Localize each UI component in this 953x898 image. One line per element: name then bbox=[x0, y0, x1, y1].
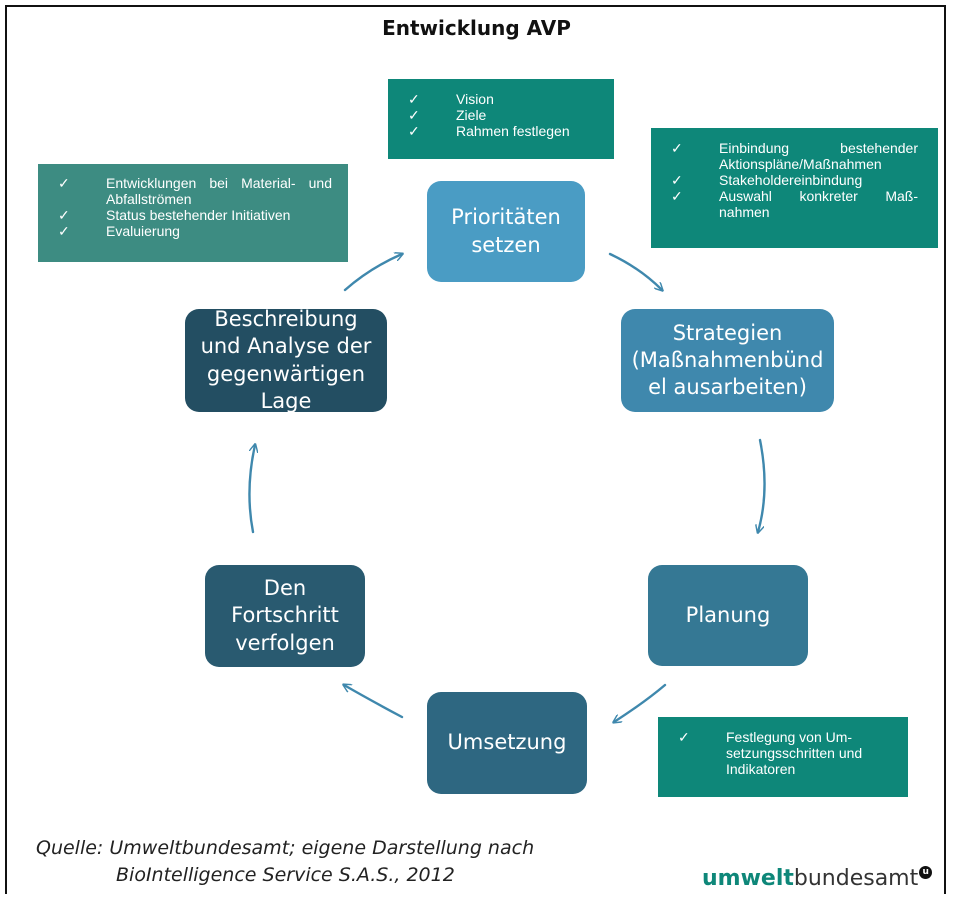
figure-frame bbox=[5, 5, 946, 894]
diagram-title: Entwicklung AVP bbox=[382, 16, 571, 40]
note-right-text: Einbindung bestehender Aktionspläne/Maßn… bbox=[719, 140, 918, 173]
note-top-item: ✓ Vision bbox=[388, 91, 614, 107]
node-planung-label: Planung bbox=[685, 602, 771, 627]
node-strategien-label: Strategien (Maßnahmenbünd el ausarbeiten… bbox=[631, 320, 824, 400]
logo-part-2: bundesamt bbox=[793, 866, 919, 891]
logo-part-1: umwelt bbox=[702, 866, 794, 891]
check-icon: ✓ bbox=[678, 729, 690, 745]
note-right-item: ✓ Einbindung bestehender Aktionspläne/Maß… bbox=[651, 140, 918, 172]
arrow-priorities-to-strategies bbox=[608, 252, 662, 290]
arrow-monitoring-to-analysis bbox=[248, 445, 255, 534]
node-prioritaeten-label: Prioritäten setzen bbox=[451, 205, 561, 257]
note-right-item: ✓ Auswahl konkreter Maß-nahmen bbox=[651, 188, 918, 220]
note-bottom: ✓ Festlegung von Um-setzungsschritten und… bbox=[658, 717, 908, 797]
check-icon: ✓ bbox=[408, 107, 420, 124]
note-top-text: Rahmen festlegen bbox=[456, 123, 570, 140]
note-right-text: Stakeholdereinbindung bbox=[719, 172, 863, 189]
logo-mark-icon: u bbox=[919, 866, 933, 879]
note-right-text: Auswahl konkreter Maß-nahmen bbox=[719, 188, 918, 221]
note-left-text: Status bestehender Initiativen bbox=[106, 207, 291, 224]
arrow-implementation-to-monitoring bbox=[344, 685, 404, 719]
source-line-2: BioIntelligence Service S.A.S., 2012 bbox=[116, 863, 455, 886]
check-icon: ✓ bbox=[408, 123, 420, 140]
note-top-item: ✓ Ziele bbox=[388, 107, 614, 123]
check-icon: ✓ bbox=[408, 91, 420, 107]
node-beschreibung-label: Beschreibung und Analyse der gegenwärtig… bbox=[200, 306, 372, 413]
check-icon: ✓ bbox=[671, 140, 683, 156]
check-icon: ✓ bbox=[671, 188, 683, 205]
node-fortschritt-label: Den Fortschritt verfolgen bbox=[231, 576, 339, 655]
node-fortschritt: Den Fortschritt verfolgen bbox=[205, 565, 365, 667]
arrow-planning-to-implementation bbox=[614, 683, 667, 722]
note-top-text: Vision bbox=[456, 91, 494, 107]
node-beschreibung: Beschreibung und Analyse der gegenwärtig… bbox=[185, 306, 387, 413]
note-right-item: ✓ Stakeholdereinbindung bbox=[651, 172, 918, 188]
note-top-text: Ziele bbox=[456, 107, 487, 124]
node-umsetzung: Umsetzung bbox=[427, 692, 587, 794]
node-planung: Planung bbox=[648, 565, 808, 666]
note-bottom-item: ✓ Festlegung von Um-setzungsschritten und… bbox=[658, 729, 894, 777]
node-prioritaeten: Prioritäten setzen bbox=[427, 181, 585, 282]
source-line-1: Quelle: Umweltbundesamt; eigene Darstell… bbox=[36, 837, 535, 859]
note-left-item: ✓ Entwicklungen bei Material- und Abfalls… bbox=[38, 175, 332, 207]
note-left-item: ✓ Evaluierung bbox=[38, 223, 332, 239]
node-umsetzung-label: Umsetzung bbox=[447, 730, 567, 755]
node-strategien: Strategien (Maßnahmenbünd el ausarbeiten… bbox=[621, 309, 834, 412]
note-left-text: Entwicklungen bei Material- und Abfallst… bbox=[106, 175, 332, 208]
note-top: ✓ Vision ✓ Ziele ✓ Rahmen festlegen bbox=[388, 79, 614, 159]
note-right: ✓ Einbindung bestehender Aktionspläne/Maß… bbox=[651, 128, 938, 248]
note-left-item: ✓ Status bestehender Initiativen bbox=[38, 207, 332, 223]
check-icon: ✓ bbox=[58, 223, 70, 240]
source-caption: Quelle: Umweltbundesamt; eigene Darstell… bbox=[36, 835, 534, 888]
note-top-item: ✓ Rahmen festlegen bbox=[388, 123, 614, 139]
note-left: ✓ Entwicklungen bei Material- und Abfalls… bbox=[38, 164, 348, 262]
check-icon: ✓ bbox=[58, 175, 70, 191]
note-left-text: Evaluierung bbox=[106, 223, 180, 240]
note-bottom-text: Festlegung von Um-setzungsschritten und … bbox=[726, 729, 863, 778]
arrow-strategies-to-planning bbox=[758, 438, 766, 532]
arrow-analysis-to-priorities bbox=[343, 254, 402, 292]
check-icon: ✓ bbox=[671, 172, 683, 189]
check-icon: ✓ bbox=[58, 207, 70, 224]
